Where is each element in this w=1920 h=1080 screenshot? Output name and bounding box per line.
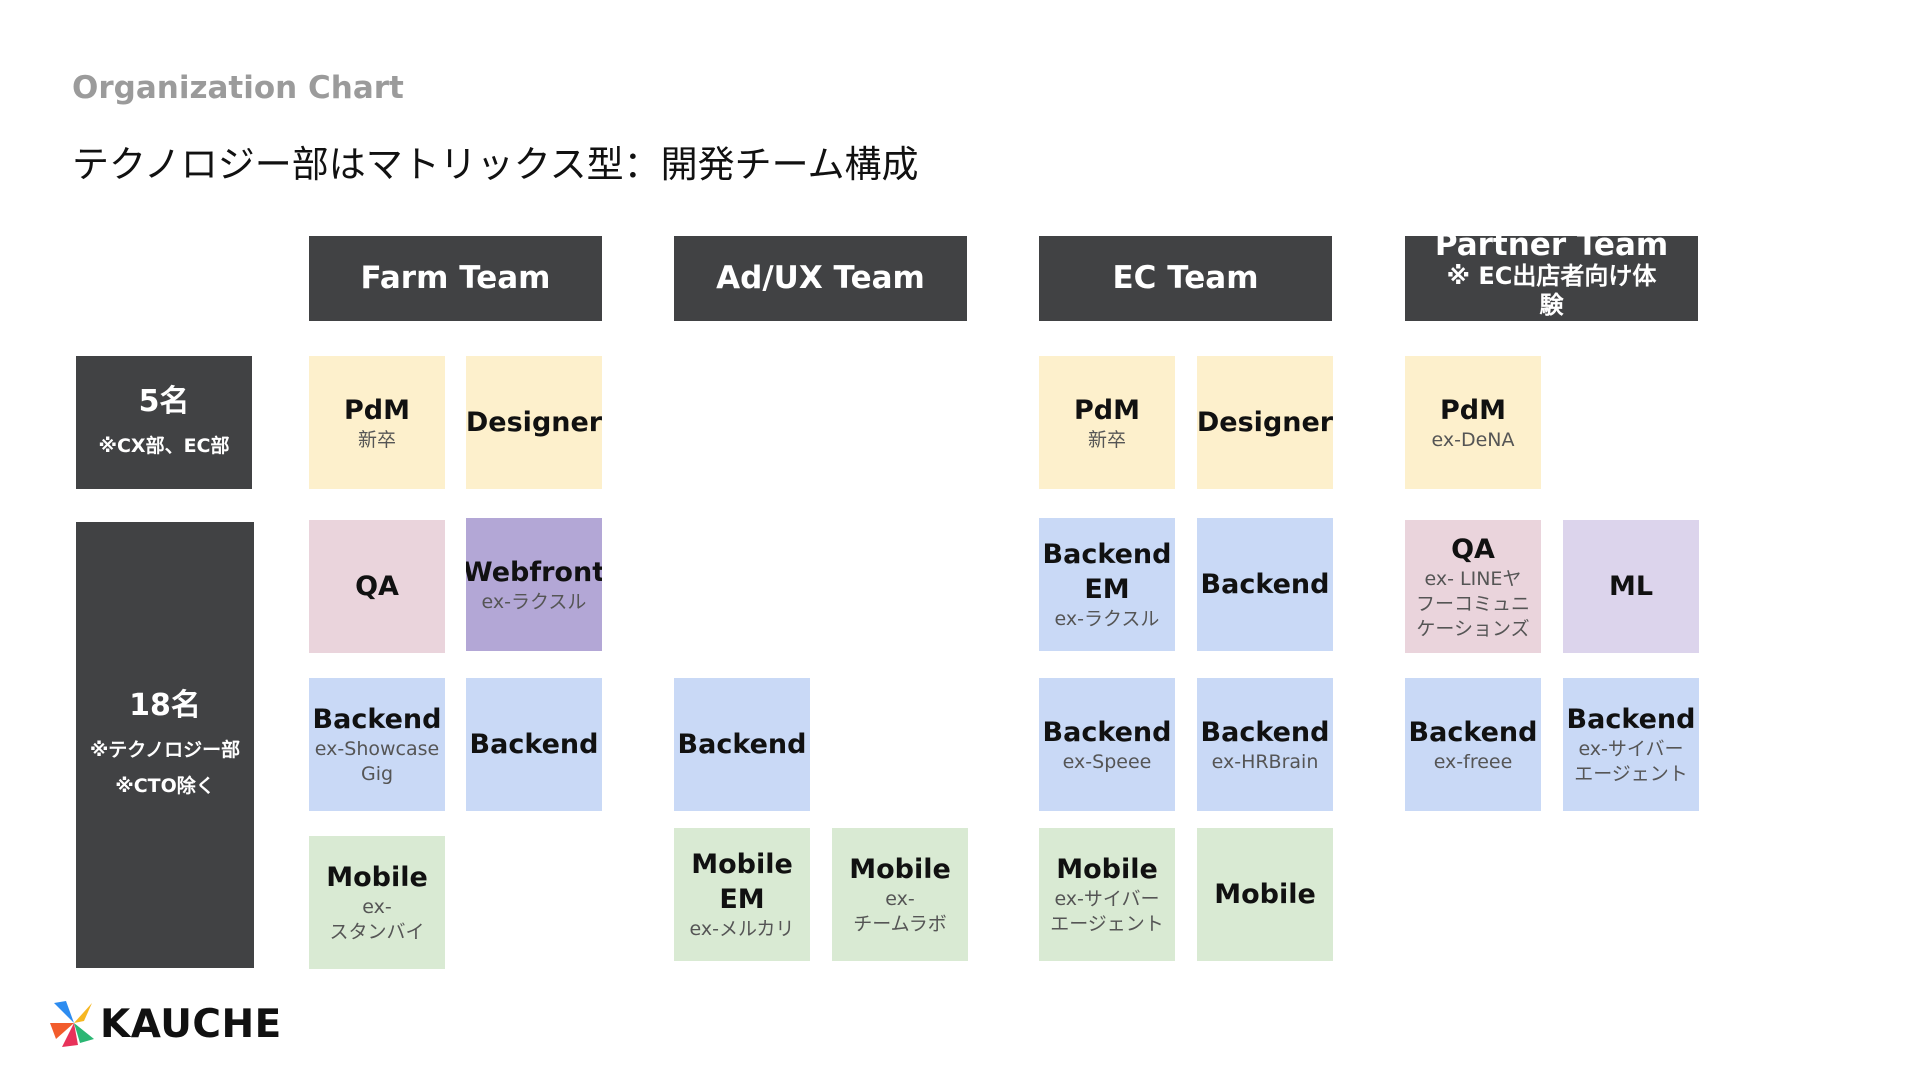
group-count: 5名 <box>138 383 190 419</box>
team-name: Ad/UX Team <box>716 260 925 296</box>
card-sub: ex-メルカリ <box>689 918 795 940</box>
card-role: Mobile <box>1214 879 1316 910</box>
card-sub: ex- チームラボ <box>853 888 947 935</box>
card-role: ML <box>1608 571 1654 602</box>
card-role: Backend <box>1408 716 1538 748</box>
card-role: Webfront <box>466 556 602 588</box>
team-name: Farm Team <box>360 260 551 296</box>
card-farm-pdm: PdM 新卒 <box>309 356 445 489</box>
card-role: Backend <box>1200 716 1330 748</box>
card-farm-mobile: Mobile ex- スタンバイ <box>309 836 445 969</box>
group-count: 18名 <box>129 688 201 723</box>
team-name: Partner Team <box>1434 236 1669 263</box>
card-role: QA <box>1451 533 1495 565</box>
card-role: PdM <box>344 394 410 426</box>
card-ec-backend-3: Backend ex-HRBrain <box>1197 678 1333 811</box>
team-header-adux: Ad/UX Team <box>674 236 967 321</box>
card-role: Mobile <box>1056 854 1158 885</box>
card-ec-pdm: PdM 新卒 <box>1039 356 1175 489</box>
card-role: Mobile <box>326 862 428 893</box>
page-eyebrow: Organization Chart <box>72 70 404 106</box>
card-sub: ex-Showcase Gig <box>314 738 440 785</box>
card-role: Backend <box>1200 569 1330 600</box>
card-sub: ex-Speee <box>1062 750 1152 773</box>
page-title: テクノロジー部はマトリックス型：開発チーム構成 <box>72 143 919 186</box>
card-role: Backend <box>312 704 442 735</box>
card-role: Mobile EM <box>691 849 793 915</box>
team-header-partner: Partner Team ※ EC出店者向け体験 <box>1405 236 1698 321</box>
card-ec-backend-em: Backend EM ex-ラクスル <box>1039 518 1175 651</box>
card-partner-ml: ML <box>1563 520 1699 653</box>
kauche-logo: KAUCHE <box>50 999 282 1049</box>
card-partner-pdm: PdM ex-DeNA <box>1405 356 1541 489</box>
card-farm-qa: QA <box>309 520 445 653</box>
card-partner-backend-2: Backend ex-サイバー エージェント <box>1563 678 1699 811</box>
team-header-ec: EC Team <box>1039 236 1332 321</box>
card-sub: ex- スタンバイ <box>329 896 425 943</box>
card-role: PdM <box>1440 394 1506 426</box>
card-sub: ex-ラクスル <box>481 590 587 613</box>
card-ec-mobile-1: Mobile ex-サイバー エージェント <box>1039 828 1175 961</box>
card-ec-backend-2: Backend ex-Speee <box>1039 678 1175 811</box>
card-role: Backend <box>1566 704 1696 735</box>
card-sub: 新卒 <box>357 428 396 451</box>
card-partner-qa: QA ex- LINEヤ フーコミュニ ケーションズ <box>1405 520 1541 653</box>
card-adux-backend: Backend <box>674 678 810 811</box>
card-farm-backend-2: Backend <box>466 678 602 811</box>
card-partner-backend-1: Backend ex-freee <box>1405 678 1541 811</box>
team-header-farm: Farm Team <box>309 236 602 321</box>
team-note: ※ EC出店者向け体験 <box>1446 262 1657 319</box>
card-ec-mobile-2: Mobile <box>1197 828 1333 961</box>
card-sub: ex-サイバー エージェント <box>1574 738 1688 785</box>
card-farm-designer: Designer <box>466 356 602 489</box>
card-farm-backend-1: Backend ex-Showcase Gig <box>309 678 445 811</box>
logo-wordmark: KAUCHE <box>100 1001 282 1047</box>
card-role: Designer <box>1197 407 1333 438</box>
card-role: Backend <box>1042 716 1172 748</box>
card-sub: ex-DeNA <box>1431 428 1515 451</box>
card-sub: ex-freee <box>1433 750 1513 773</box>
card-sub: ex-HRBrain <box>1211 750 1319 773</box>
card-ec-backend-1: Backend <box>1197 518 1333 651</box>
group-note: ※CX部、EC部 <box>98 434 230 457</box>
card-role: Designer <box>466 407 602 438</box>
card-farm-webfront: Webfront ex-ラクスル <box>466 518 602 651</box>
kauche-logo-mark-icon <box>50 1001 94 1047</box>
group-label-business: 5名 ※CX部、EC部 <box>76 356 252 489</box>
card-ec-designer: Designer <box>1197 356 1333 489</box>
card-adux-mobile-em: Mobile EM ex-メルカリ <box>674 828 810 961</box>
group-note: ※CTO除く <box>115 775 215 797</box>
group-label-technology: 18名 ※テクノロジー部 ※CTO除く <box>76 522 254 968</box>
card-sub: 新卒 <box>1087 428 1126 451</box>
card-sub: ex-サイバー エージェント <box>1050 888 1164 935</box>
card-adux-mobile: Mobile ex- チームラボ <box>832 828 968 961</box>
card-role: Backend <box>469 729 599 760</box>
team-name: EC Team <box>1112 260 1259 296</box>
card-role: Backend <box>677 729 807 760</box>
group-note: ※テクノロジー部 <box>89 739 241 761</box>
card-role: Backend EM <box>1042 539 1172 605</box>
card-sub: ex- LINEヤ フーコミュニ ケーションズ <box>1415 567 1530 640</box>
card-role: PdM <box>1074 394 1140 426</box>
card-sub: ex-ラクスル <box>1054 608 1160 630</box>
card-role: Mobile <box>849 854 951 885</box>
card-role: QA <box>355 571 399 602</box>
